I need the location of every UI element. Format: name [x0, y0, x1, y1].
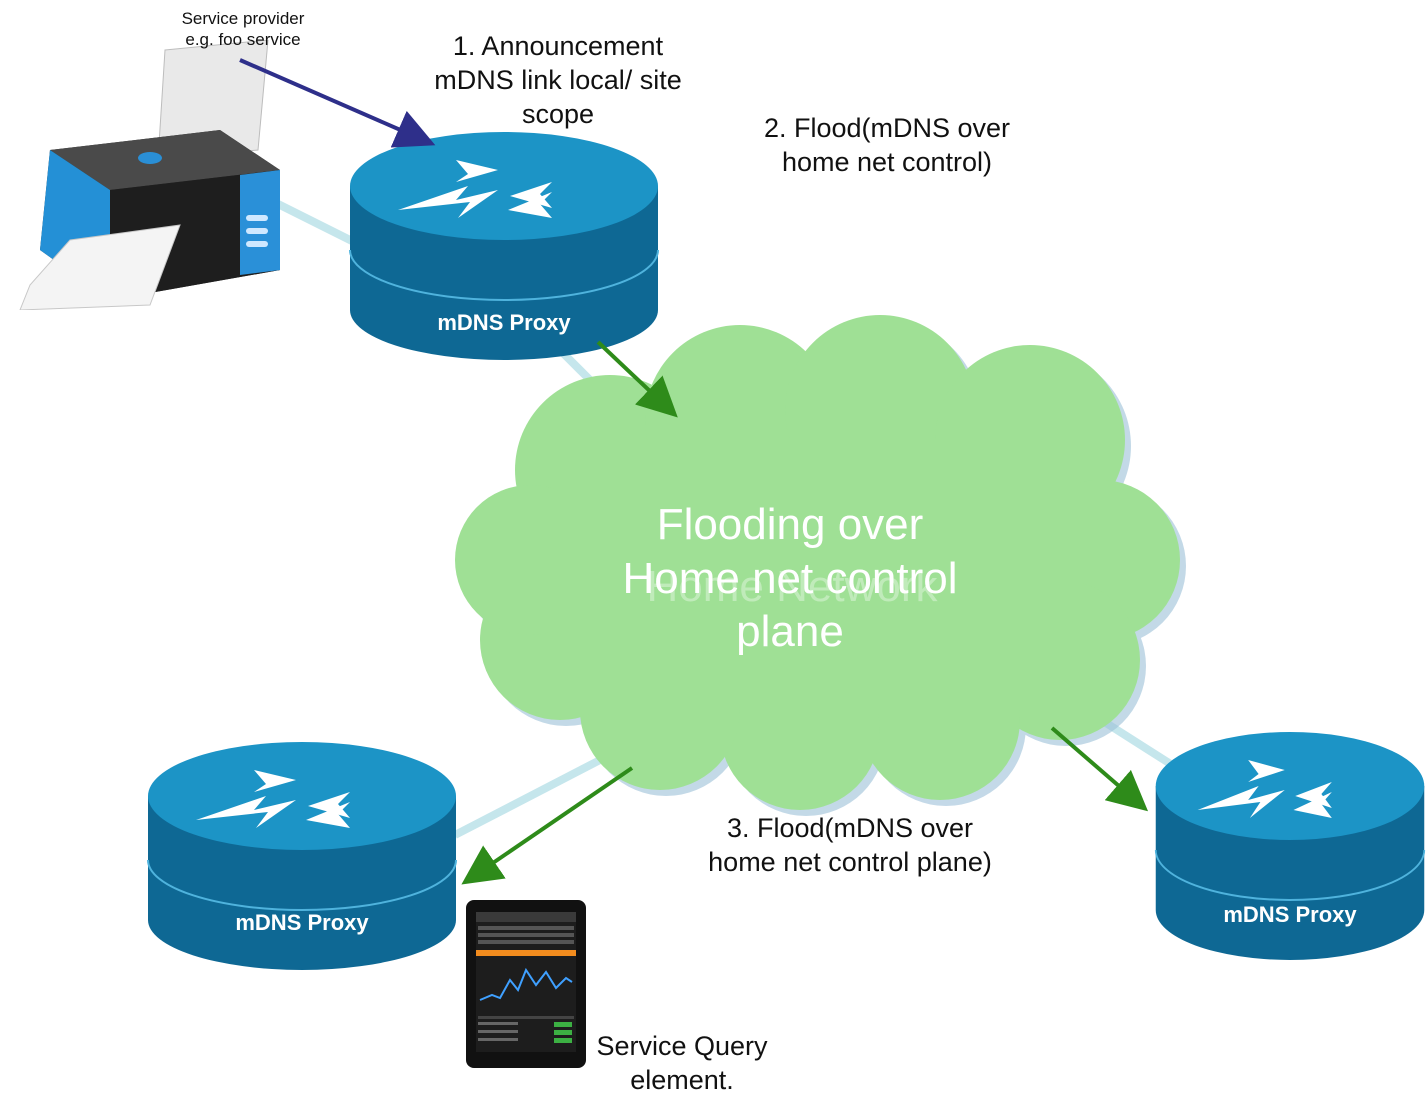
- service-query-line-1: Service Query: [596, 1031, 768, 1061]
- router-bottom-right: mDNS Proxy: [1154, 730, 1426, 970]
- service-provider-label: Service provider e.g. foo service: [128, 8, 358, 51]
- router-icon: [1154, 732, 1426, 960]
- cloud-text: Flooding over Home net control plane: [560, 498, 1020, 659]
- announce-arrow: [239, 58, 436, 148]
- step2-label: 2. Flood(mDNS over home net control): [712, 112, 1062, 180]
- router-bottom-left: mDNS Proxy: [146, 740, 458, 980]
- printer-icon: [19, 40, 280, 310]
- service-provider-line-1: Service provider: [181, 9, 305, 28]
- cloud-body: [455, 315, 1180, 810]
- flood-arrow-right: [1050, 726, 1149, 812]
- link-left-router-cloud: [453, 756, 602, 839]
- router-label: mDNS Proxy: [437, 310, 571, 335]
- step1-line-3: scope: [521, 98, 595, 129]
- cloud-line-1: Flooding over: [656, 500, 924, 549]
- cloud-ghost-text: Home Network: [646, 562, 938, 611]
- router-top: mDNS Proxy: [348, 130, 660, 370]
- tablet-icon: [466, 900, 586, 1068]
- service-provider-line-2: e.g. foo service: [185, 30, 301, 50]
- step1-label: 1. Announcement mDNS link local/ site sc…: [388, 30, 728, 131]
- flood-arrow-top: [596, 340, 678, 418]
- router-label: mDNS Proxy: [235, 910, 369, 935]
- cloud-line-3: plane: [736, 607, 844, 657]
- service-query-line-2: element.: [630, 1064, 734, 1095]
- link-printer-router: [268, 196, 362, 249]
- service-query-label: Service Query element.: [574, 1030, 790, 1098]
- step3-line-1: 3. Flood(mDNS over: [726, 813, 974, 843]
- step2-line-2: home net control): [781, 146, 993, 177]
- step3-line-2: home net control plane): [708, 846, 992, 877]
- flood-arrow-left: [461, 766, 634, 885]
- router-label: mDNS Proxy: [1223, 902, 1357, 927]
- step2-line-1: 2. Flood(mDNS over: [763, 113, 1011, 143]
- router-icon: [349, 132, 659, 360]
- step3-label: 3. Flood(mDNS over home net control plan…: [660, 812, 1040, 880]
- step1-line-2: mDNS link local/ site: [434, 64, 682, 95]
- router-icon: [147, 742, 457, 970]
- cloud-line-2: Home net control: [622, 553, 958, 603]
- step1-line-1: 1. Announcement: [452, 31, 664, 61]
